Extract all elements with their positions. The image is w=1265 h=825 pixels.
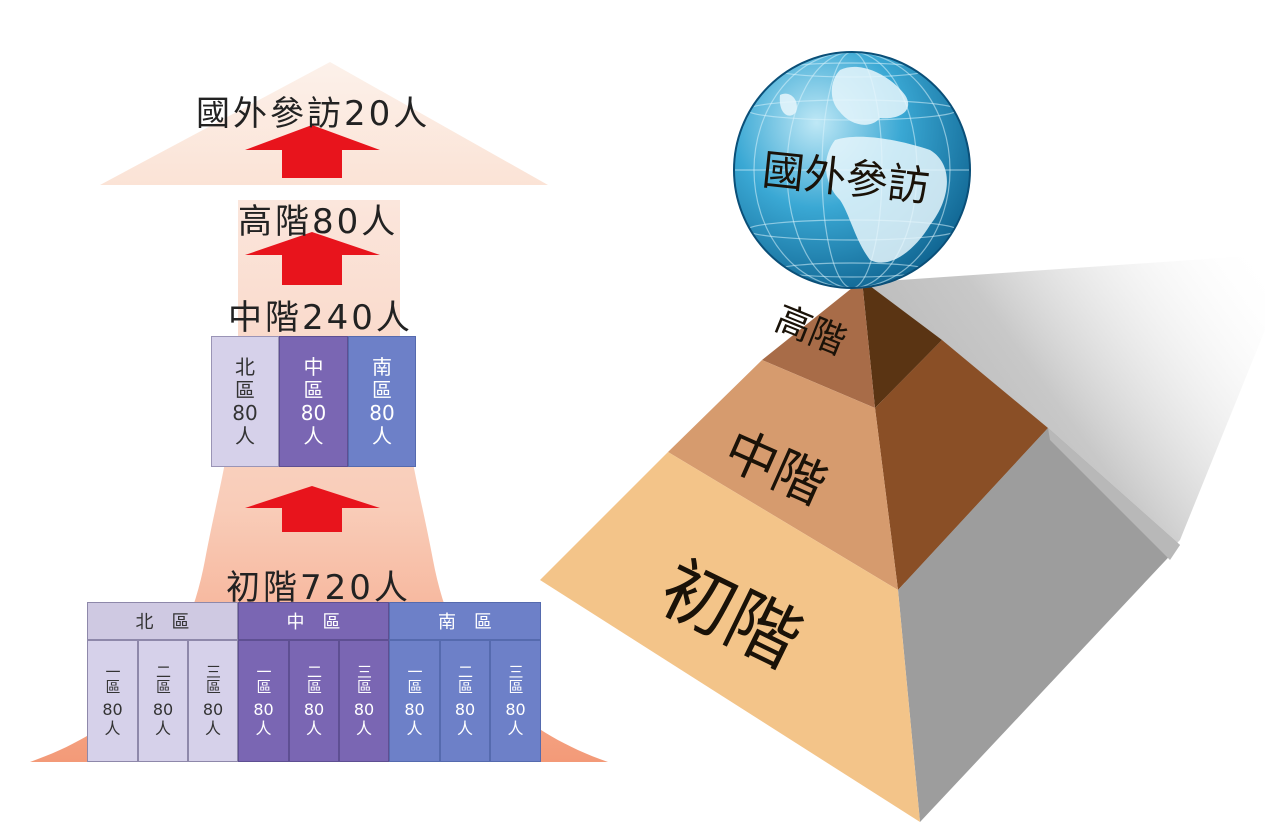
region-unit: 人 <box>303 423 324 448</box>
region-name-char: 南 <box>372 354 392 379</box>
district-count: 80 <box>404 700 425 719</box>
district-unit: 人 <box>154 719 171 738</box>
district-count: 80 <box>102 700 123 719</box>
basic-header-south: 南區 <box>389 602 541 640</box>
district-unit: 人 <box>507 719 524 738</box>
region-count: 80 <box>300 400 327 425</box>
district-name: 二區 <box>305 664 323 694</box>
district-cell: 一區 80 人 <box>389 640 440 762</box>
district-name: 三區 <box>204 664 222 694</box>
pyramid-side-base <box>898 428 1180 822</box>
district-name: 二區 <box>456 664 474 694</box>
district-cell: 三區 80 人 <box>339 640 389 762</box>
district-name: 三區 <box>506 664 525 694</box>
top-arrowhead-shape <box>100 62 548 185</box>
region-name-char: 區 <box>303 377 324 402</box>
district-count: 80 <box>454 700 476 719</box>
district-name: 三區 <box>355 664 373 694</box>
district-unit: 人 <box>255 719 272 738</box>
arrow-up-icon <box>245 486 380 532</box>
district-name: 一區 <box>254 664 273 694</box>
pyramid-front-top <box>762 280 875 408</box>
level-high-label: 高階80人 <box>238 202 399 242</box>
flow-funnel <box>30 62 608 762</box>
region-count: 80 <box>232 400 258 425</box>
district-cell: 一區 80 人 <box>87 640 138 762</box>
district-name: 一區 <box>103 664 122 694</box>
mid-region-north: 北 區 80 人 <box>211 336 279 467</box>
pyramid-front-mid <box>668 360 898 590</box>
region-unit: 人 <box>372 423 392 448</box>
district-unit: 人 <box>204 719 221 738</box>
district-count: 80 <box>152 700 174 719</box>
mid-region-south: 南 區 80 人 <box>348 336 416 467</box>
region-count: 80 <box>369 400 395 425</box>
region-unit: 人 <box>235 423 255 448</box>
district-unit: 人 <box>406 719 423 738</box>
district-unit: 人 <box>104 719 121 738</box>
arrow-up-icon <box>245 125 380 178</box>
district-count: 80 <box>253 700 274 719</box>
district-count: 80 <box>303 700 325 719</box>
district-cell: 三區 80 人 <box>188 640 238 762</box>
district-unit: 人 <box>355 719 372 738</box>
pyramid <box>540 280 1180 822</box>
region-name-char: 區 <box>235 377 255 402</box>
district-cell: 一區 80 人 <box>238 640 289 762</box>
level-basic-label: 初階720人 <box>226 568 411 608</box>
district-name: 二區 <box>154 664 172 694</box>
region-name-char: 中 <box>303 354 324 379</box>
district-cell: 三區 80 人 <box>490 640 541 762</box>
district-name: 一區 <box>405 664 424 694</box>
level-mid-label: 中階240人 <box>228 298 413 338</box>
district-count: 80 <box>505 700 526 719</box>
district-unit: 人 <box>456 719 473 738</box>
district-cell: 二區 80 人 <box>289 640 339 762</box>
pyramid-side-top <box>862 280 942 408</box>
red-arrows <box>245 125 380 532</box>
district-cell: 二區 80 人 <box>440 640 490 762</box>
district-count: 80 <box>353 700 375 719</box>
mid-region-central: 中 區 80 人 <box>279 336 348 467</box>
region-name-char: 區 <box>372 377 392 402</box>
pyramid-side-mid <box>875 340 1048 590</box>
level-intl-label: 國外參訪20人 <box>196 94 431 134</box>
region-name-char: 北 <box>235 354 255 379</box>
basic-header-central: 中區 <box>238 602 389 640</box>
arrow-up-icon <box>245 232 380 285</box>
basic-header-north: 北區 <box>87 602 238 640</box>
pyramid-front-base <box>540 452 920 822</box>
district-cell: 二區 80 人 <box>138 640 188 762</box>
district-unit: 人 <box>305 719 322 738</box>
district-count: 80 <box>202 700 224 719</box>
